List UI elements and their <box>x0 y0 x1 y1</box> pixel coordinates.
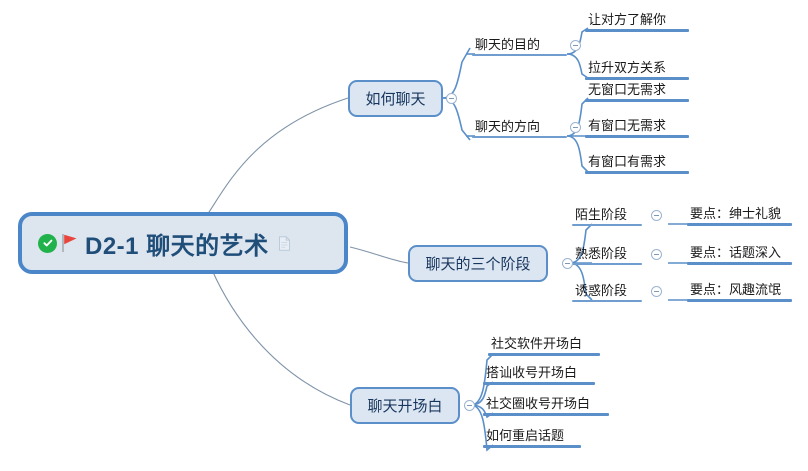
leaf-node[interactable]: 如何重启话题 <box>483 424 581 448</box>
leaf-label: 社交圈收号开场白 <box>486 396 591 411</box>
underline <box>483 445 581 448</box>
branch-label: 如何聊天 <box>365 91 426 108</box>
leaf-node[interactable]: 搭讪收号开场白 <box>483 361 595 385</box>
underline <box>572 263 642 265</box>
leaf-node[interactable]: 拉升双方关系 <box>585 56 689 80</box>
branch-node-three-stages[interactable]: 聊天的三个阶段 <box>408 245 548 282</box>
collapse-toggle-chat-purpose[interactable] <box>570 40 581 51</box>
branch-node-how-to-chat[interactable]: 如何聊天 <box>348 80 443 117</box>
underline <box>687 262 792 265</box>
underline <box>585 29 689 32</box>
subnode-chat-direction[interactable]: 聊天的方向 <box>472 114 567 138</box>
leaf-label: 要点：绅士礼貌 <box>690 206 782 221</box>
leaf-label: 搭讪收号开场白 <box>486 365 578 380</box>
leaf-label: 让对方了解你 <box>588 12 667 27</box>
leaf-node[interactable]: 要点：风趣流氓 <box>687 278 792 302</box>
note-attachment-icon[interactable] <box>278 235 291 251</box>
collapse-toggle-openers[interactable] <box>464 400 475 411</box>
subnode-label: 诱惑阶段 <box>575 283 628 298</box>
subnode-stage-seduction[interactable]: 诱惑阶段 <box>572 278 642 302</box>
collapse-toggle-chat-direction[interactable] <box>570 122 581 133</box>
leaf-node[interactable]: 要点：话题深入 <box>687 241 792 265</box>
underline <box>483 382 595 385</box>
subnode-label: 熟悉阶段 <box>575 246 628 261</box>
leaf-node[interactable]: 让对方了解你 <box>585 8 689 32</box>
underline <box>472 54 567 56</box>
underline <box>488 353 600 356</box>
underline <box>572 300 642 302</box>
subnode-chat-purpose[interactable]: 聊天的目的 <box>472 32 567 56</box>
underline <box>687 223 792 226</box>
branch-label: 聊天开场白 <box>367 398 443 415</box>
underline <box>572 224 642 226</box>
collapse-toggle-stage-stranger[interactable] <box>651 210 662 221</box>
leaf-node[interactable]: 有窗口有需求 <box>585 150 689 174</box>
subnode-label: 聊天的目的 <box>475 37 541 52</box>
underline <box>687 299 792 302</box>
collapse-toggle-stage-seduction[interactable] <box>651 286 662 297</box>
root-node[interactable]: D2-1 聊天的艺术 <box>18 212 348 274</box>
leaf-label: 要点：风趣流氓 <box>690 282 782 297</box>
leaf-label: 社交软件开场白 <box>491 336 583 351</box>
collapse-toggle-how-to-chat[interactable] <box>446 93 457 104</box>
underline <box>472 136 567 138</box>
collapse-toggle-stage-familiar[interactable] <box>651 249 662 260</box>
leaf-label: 拉升双方关系 <box>588 60 667 75</box>
subnode-label: 聊天的方向 <box>475 119 541 134</box>
leaf-node[interactable]: 要点：绅士礼貌 <box>687 202 792 226</box>
leaf-label: 有窗口有需求 <box>588 154 667 169</box>
underline <box>585 77 689 80</box>
branch-node-openers[interactable]: 聊天开场白 <box>350 387 460 424</box>
underline <box>585 99 689 102</box>
subnode-stage-stranger[interactable]: 陌生阶段 <box>572 202 642 226</box>
underline <box>483 413 609 416</box>
leaf-label: 如何重启话题 <box>486 428 565 443</box>
subnode-label: 陌生阶段 <box>575 207 628 222</box>
red-flag-icon <box>61 233 79 253</box>
leaf-node[interactable]: 有窗口无需求 <box>585 114 689 138</box>
leaf-node[interactable]: 社交圈收号开场白 <box>483 392 609 416</box>
leaf-label: 无窗口无需求 <box>588 82 667 97</box>
leaf-node[interactable]: 无窗口无需求 <box>585 78 689 102</box>
root-title: D2-1 聊天的艺术 <box>85 232 269 260</box>
underline <box>585 171 689 174</box>
leaf-label: 要点：话题深入 <box>690 245 782 260</box>
underline <box>585 135 689 138</box>
collapse-toggle-three-stages[interactable] <box>562 258 573 269</box>
subnode-stage-familiar[interactable]: 熟悉阶段 <box>572 241 642 265</box>
leaf-label: 有窗口无需求 <box>588 118 667 133</box>
leaf-node[interactable]: 社交软件开场白 <box>488 332 600 356</box>
branch-label: 聊天的三个阶段 <box>425 256 531 273</box>
check-circle-icon <box>38 233 57 253</box>
